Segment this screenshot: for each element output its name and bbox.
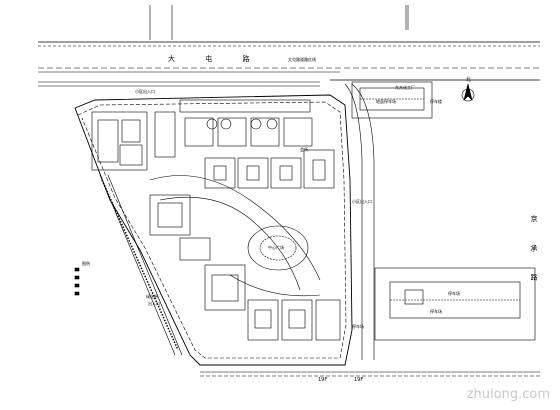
north-residential-row	[179, 99, 313, 147]
south-road-label-left: 19F	[318, 377, 328, 383]
west-green-label: 绿化带	[146, 294, 158, 299]
south-road	[200, 371, 540, 377]
west-building-cluster	[149, 194, 211, 261]
north-mid-entry-label: 东方化工厂	[395, 85, 415, 90]
compass-north-label: 北	[466, 77, 472, 83]
legend-markers	[74, 267, 80, 296]
south-road-label-right: 19F	[354, 377, 364, 383]
legend-title: 图例	[82, 261, 90, 266]
ne-parking-label: 地面停车场	[376, 99, 396, 104]
south-building-cluster	[204, 264, 341, 341]
central-plaza	[149, 175, 321, 297]
watermark: zhulong.com	[466, 387, 550, 402]
east-entry-label: 小区出入口	[352, 199, 372, 204]
nw-building	[91, 111, 176, 171]
main-road-small-label: 大屯路道路红线	[288, 57, 316, 62]
ne-parking-strip	[351, 81, 433, 119]
site-boundary	[74, 94, 353, 366]
north-gate-label: 小区出入口	[135, 89, 155, 94]
main-road-label: 大 屯 路	[168, 55, 264, 63]
east-parking-label-3: 停车场	[352, 324, 364, 329]
east-road-label: 京 承 路	[530, 215, 538, 291]
east-parking-lot	[374, 267, 536, 341]
center-plaza-label: 中心广场	[268, 245, 284, 250]
north-access-road	[149, 5, 409, 40]
east-parking-label-2: 停车场	[430, 309, 442, 314]
east-parking-label-1: 停车场	[448, 291, 460, 296]
west-gate-label: 出入口	[148, 301, 160, 306]
middle-residential-row	[204, 149, 335, 189]
main-road-band	[38, 41, 540, 87]
east-road	[344, 83, 375, 360]
west-green-belt	[99, 174, 183, 356]
north-arrow-icon	[461, 83, 475, 102]
ne-building-label: 停车楼	[430, 99, 442, 104]
clubhouse-label: 会所	[300, 147, 308, 152]
